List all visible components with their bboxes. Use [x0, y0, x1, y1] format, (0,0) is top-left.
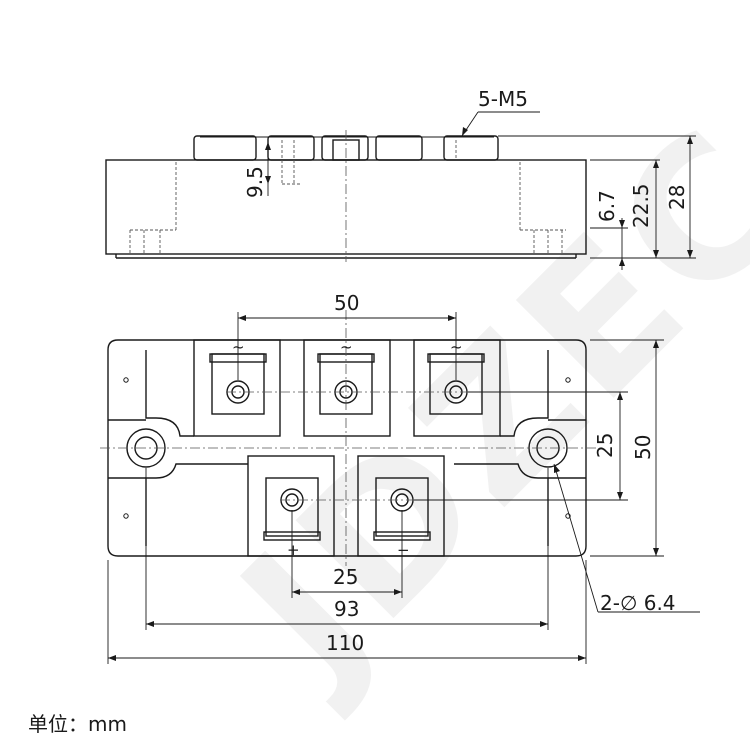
dim-label-110: 110: [326, 631, 364, 655]
dim-label-9-5: 9.5: [243, 166, 267, 198]
top-terminal-frame-5: [357, 455, 445, 557]
thread-label: 5-M5: [478, 87, 528, 111]
unit-label: 单位：: [28, 712, 88, 736]
top-terminal-frame-4: [247, 455, 335, 557]
dim-label-6-7: 6.7: [595, 190, 619, 222]
dim-label-50-top: 50: [334, 291, 359, 315]
side-terminal-1: [193, 135, 257, 161]
dim-label-25-right: 25: [593, 433, 617, 458]
top-terminal-frame-3: [413, 339, 501, 437]
side-dimensions: 9.5 5-M5 6.7 22.5 28: [243, 87, 696, 270]
top-terminal-frame-1: [193, 339, 281, 437]
dim-label-28: 28: [665, 185, 689, 210]
minus-symbol: −: [397, 541, 410, 559]
side-terminal-5: [443, 135, 499, 161]
top-body-outline: [107, 339, 587, 557]
side-body: [105, 159, 587, 255]
plus-symbol: +: [287, 541, 300, 559]
watermark-text: JDZEC: [193, 84, 750, 726]
dim-label-93: 93: [334, 597, 359, 621]
ac-symbol-2: ~: [340, 338, 353, 356]
unit-note: 单位：mm: [28, 708, 127, 737]
dim-label-22-5: 22.5: [629, 183, 653, 228]
dim-label-50-right: 50: [631, 435, 655, 460]
unit-value: mm: [88, 712, 127, 736]
top-terminal-frame-2: [303, 339, 391, 437]
side-view: [105, 130, 587, 262]
dim-label-25-bottom: 25: [333, 565, 358, 589]
top-dimensions: 50 25 50 25 93 110: [107, 291, 700, 664]
side-terminal-4: [375, 135, 423, 161]
side-terminal-2: [267, 135, 315, 161]
hole-label: 2-∅ 6.4: [600, 591, 676, 615]
